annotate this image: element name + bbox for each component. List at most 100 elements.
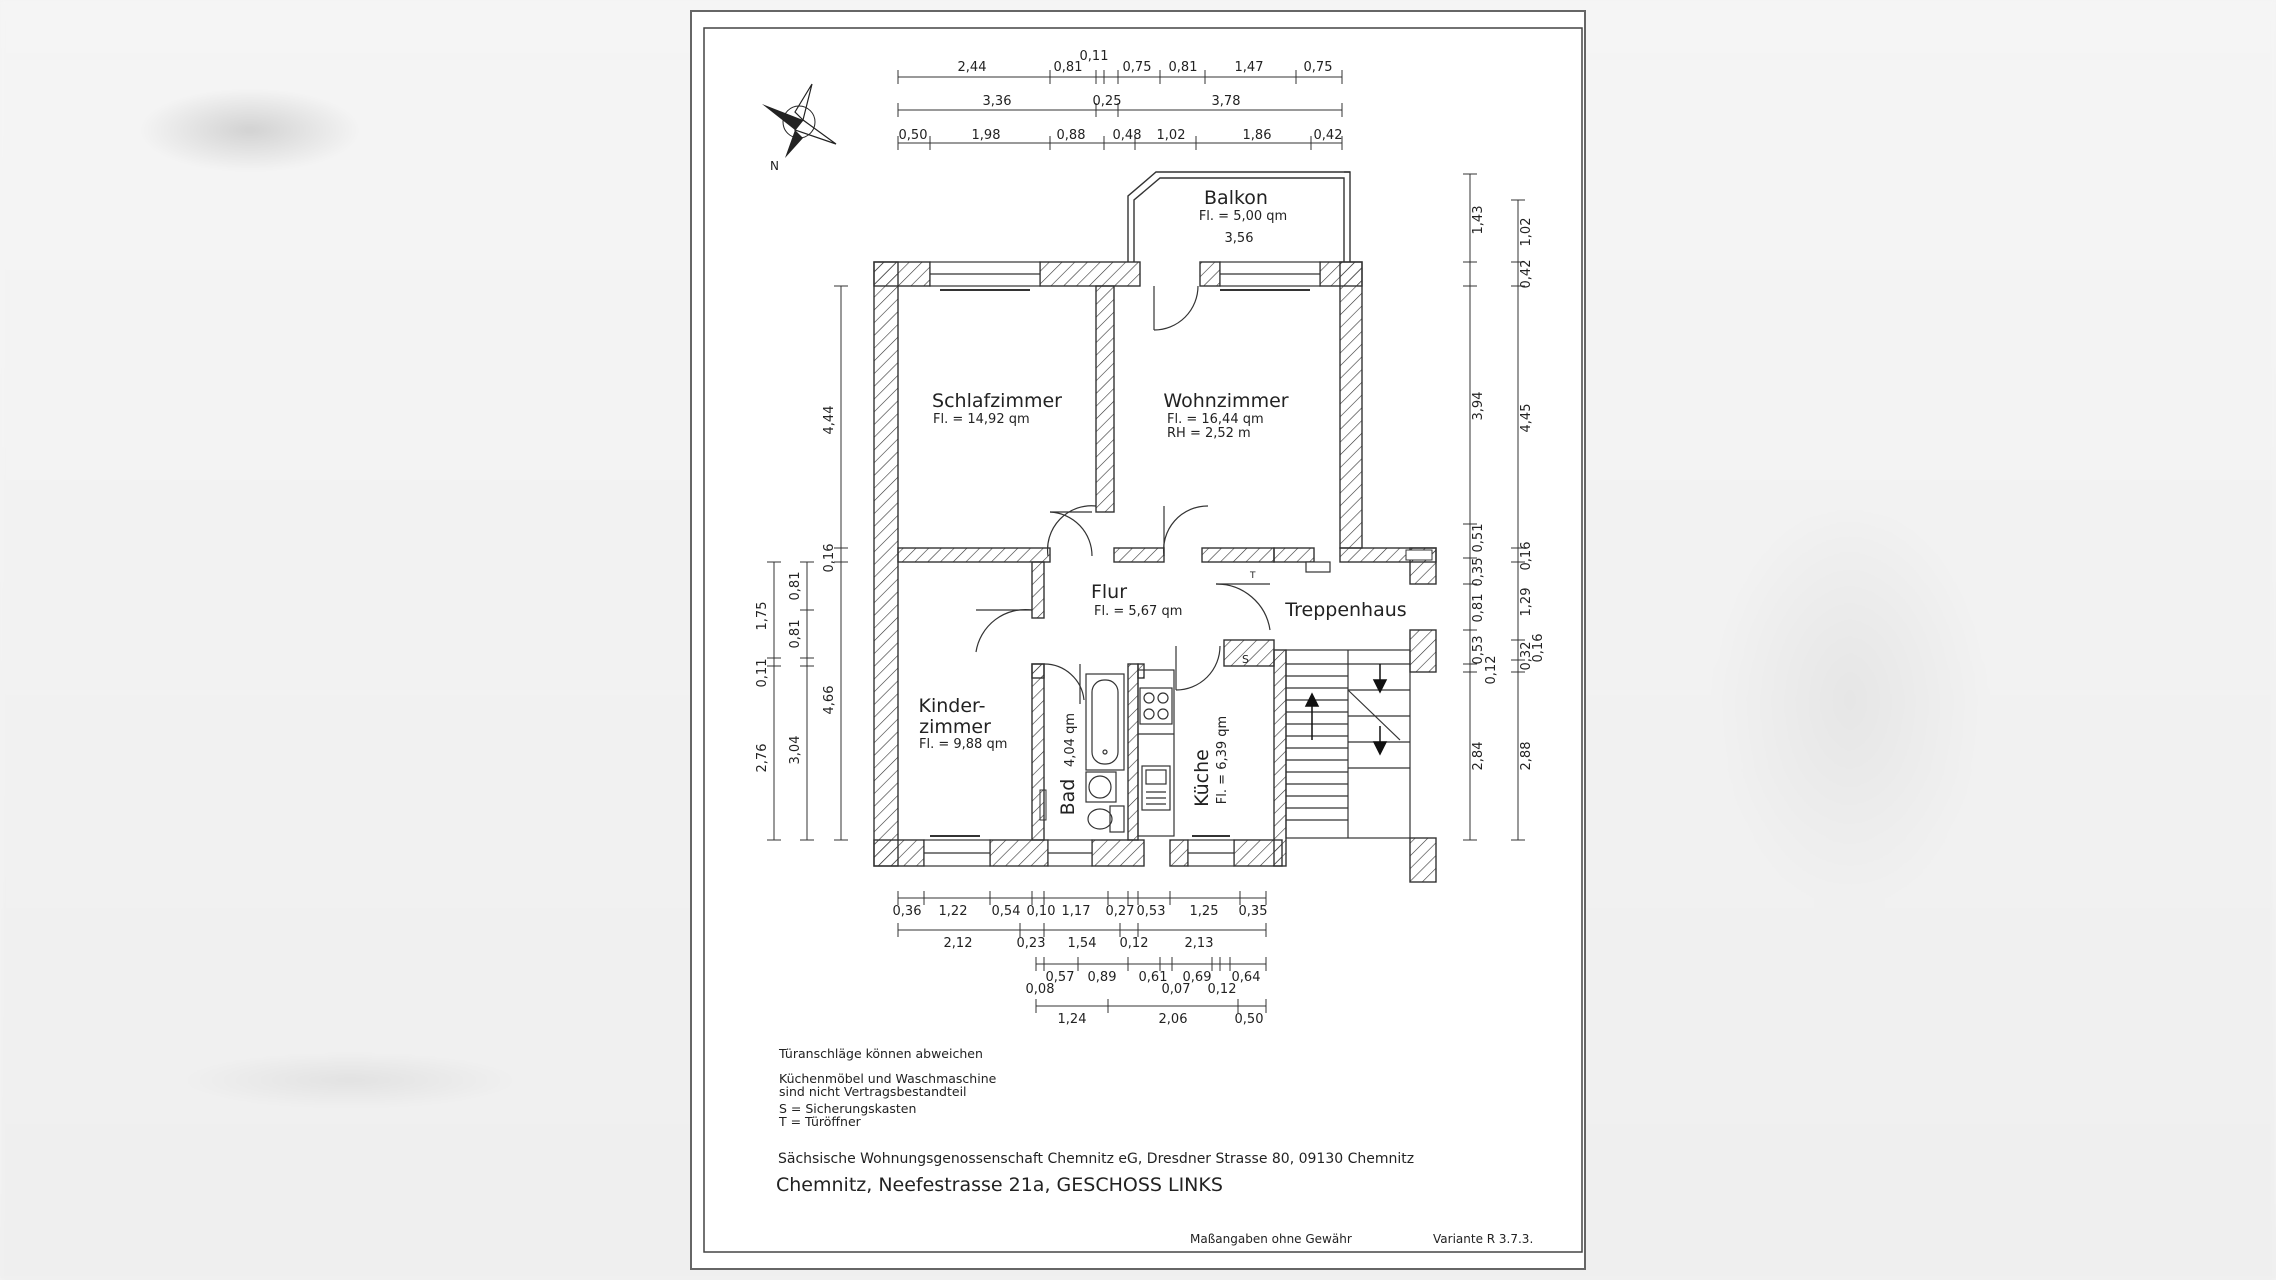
room-area-flur: Fl. = 5,67 qm — [1094, 604, 1182, 619]
staircase — [1285, 649, 1411, 839]
dim-label: 1,17 — [1062, 904, 1091, 919]
compass-icon — [762, 83, 837, 158]
room-name-kinderzimmer-1: Kinder- — [919, 695, 986, 717]
stair-treads — [1286, 663, 1410, 821]
walls — [873, 261, 1437, 883]
dim-label: 2,06 — [1159, 1012, 1188, 1027]
dim-label: 0,08 — [1026, 982, 1055, 997]
dim-label: 0,35 — [1239, 904, 1268, 919]
dim-label: 4,66 — [822, 686, 837, 715]
towel-rail — [1039, 789, 1047, 821]
dim-label: 3,78 — [1212, 94, 1241, 109]
sills — [930, 289, 1310, 837]
dim-label: 0,07 — [1162, 982, 1191, 997]
doors — [975, 285, 1271, 704]
stair-direction-arrows — [1304, 664, 1388, 756]
dim-label: 0,32 — [1519, 642, 1534, 671]
dim-label: 0,89 — [1088, 970, 1117, 985]
dim-label: 0,27 — [1106, 904, 1135, 919]
dim-label: 4,44 — [822, 406, 837, 435]
room-name-treppenhaus: Treppenhaus — [1284, 599, 1406, 621]
dim-label: 0,53 — [1137, 904, 1166, 919]
dim-label: 0,69 — [1183, 970, 1212, 985]
room-name-kueche: Küche — [1191, 749, 1213, 807]
room-area-kueche: Fl. = 6,39 qm — [1215, 716, 1230, 804]
top-dim-ticks-row3 — [897, 136, 1343, 150]
room-name-bad: Bad — [1057, 779, 1079, 816]
dim-label: 0,10 — [1027, 904, 1056, 919]
dim-label: 0,12 — [1484, 656, 1499, 685]
left-dim-lines — [767, 285, 848, 841]
compass-north-label: N — [770, 159, 779, 173]
dim-label: 0,12 — [1120, 936, 1149, 951]
dim-label: 1,43 — [1471, 206, 1486, 235]
dim-label: 1,86 — [1243, 128, 1272, 143]
dim-label: 1,98 — [972, 128, 1001, 143]
bottom-dim-lines — [897, 891, 1267, 1013]
dim-label: 1,24 — [1058, 1012, 1087, 1027]
dim-label: 2,13 — [1185, 936, 1214, 951]
dim-label: 0,50 — [899, 128, 928, 143]
dim-label: 1,75 — [755, 602, 770, 631]
dim-label: 0,42 — [1519, 260, 1534, 289]
note-furniture-1: Küchenmöbel und Waschmaschine — [779, 1071, 997, 1086]
room-name-wohnzimmer: Wohnzimmer — [1163, 390, 1288, 412]
toilet — [1087, 805, 1125, 833]
room-area-balkon: Fl. = 5,00 qm — [1199, 209, 1287, 224]
dim-label: 0,61 — [1139, 970, 1168, 985]
dim-label: 0,75 — [1123, 60, 1152, 75]
dim-label: 4,45 — [1519, 404, 1534, 433]
dim-label: 1,25 — [1190, 904, 1219, 919]
dim-label: 3,94 — [1471, 392, 1486, 421]
room-name-balkon: Balkon — [1204, 187, 1268, 209]
dim-label: 0,81 — [788, 572, 803, 601]
dim-label: 0,35 — [1471, 558, 1486, 587]
top-dim-ticks-row2 — [897, 103, 1343, 117]
room-area-kinderzimmer: Fl. = 9,88 qm — [919, 737, 1007, 752]
room-height-wohnzimmer: RH = 2,52 m — [1167, 426, 1251, 441]
dim-label: 2,44 — [958, 60, 987, 75]
room-name-schlafzimmer: Schlafzimmer — [932, 390, 1062, 412]
inner-frame — [703, 27, 1583, 1253]
dim-label: 0,11 — [1080, 49, 1109, 64]
dim-label: 0,81 — [1471, 594, 1486, 623]
dim-label: 0,81 — [1169, 60, 1198, 75]
dim-label: 0,54 — [992, 904, 1021, 919]
dim-label: 0,48 — [1113, 128, 1142, 143]
tueroeffner-marker: T — [1249, 571, 1256, 581]
dim-label: 0,42 — [1314, 128, 1343, 143]
room-area-wohnzimmer: Fl. = 16,44 qm — [1167, 412, 1264, 427]
top-dim-ticks-row1 — [897, 70, 1343, 84]
dim-label: 1,29 — [1519, 588, 1534, 617]
note-t-legend: T = Türöffner — [778, 1114, 862, 1129]
dim-label: 0,75 — [1304, 60, 1333, 75]
dim-label: 1,54 — [1068, 936, 1097, 951]
dim-label: 0,88 — [1057, 128, 1086, 143]
room-area-schlafzimmer: Fl. = 14,92 qm — [933, 412, 1030, 427]
dim-label: 1,02 — [1519, 218, 1534, 247]
room-name-flur: Flur — [1091, 581, 1127, 603]
dim-label: 0,23 — [1017, 936, 1046, 951]
dim-label: 0,64 — [1232, 970, 1261, 985]
dim-label: 0,25 — [1093, 94, 1122, 109]
room-area-bad: 4,04 qm — [1063, 713, 1078, 767]
balcony — [1127, 171, 1351, 262]
dim-label: 1,22 — [939, 904, 968, 919]
dim-label: 2,76 — [755, 744, 770, 773]
dim-label: 0,16 — [822, 544, 837, 573]
footer-address: Chemnitz, Neefestrasse 21a, GESCHOSS LIN… — [776, 1174, 1223, 1196]
dim-label: 3,04 — [788, 736, 803, 765]
dim-label: 2,88 — [1519, 742, 1534, 771]
balkon-width: 3,56 — [1225, 231, 1254, 246]
bathtub — [1085, 673, 1125, 771]
dim-label: 2,84 — [1471, 742, 1486, 771]
note-furniture-2: sind nicht Vertragsbestandteil — [779, 1084, 967, 1099]
windows — [923, 261, 1331, 867]
dim-label: 0,81 — [788, 620, 803, 649]
note-s-legend: S = Sicherungskasten — [779, 1101, 916, 1116]
dim-label: 0,11 — [755, 659, 770, 688]
footer-variant: Variante R 3.7.3. — [1433, 1232, 1533, 1246]
room-name-kinderzimmer-2: zimmer — [919, 716, 991, 738]
stair-window — [1405, 549, 1433, 561]
